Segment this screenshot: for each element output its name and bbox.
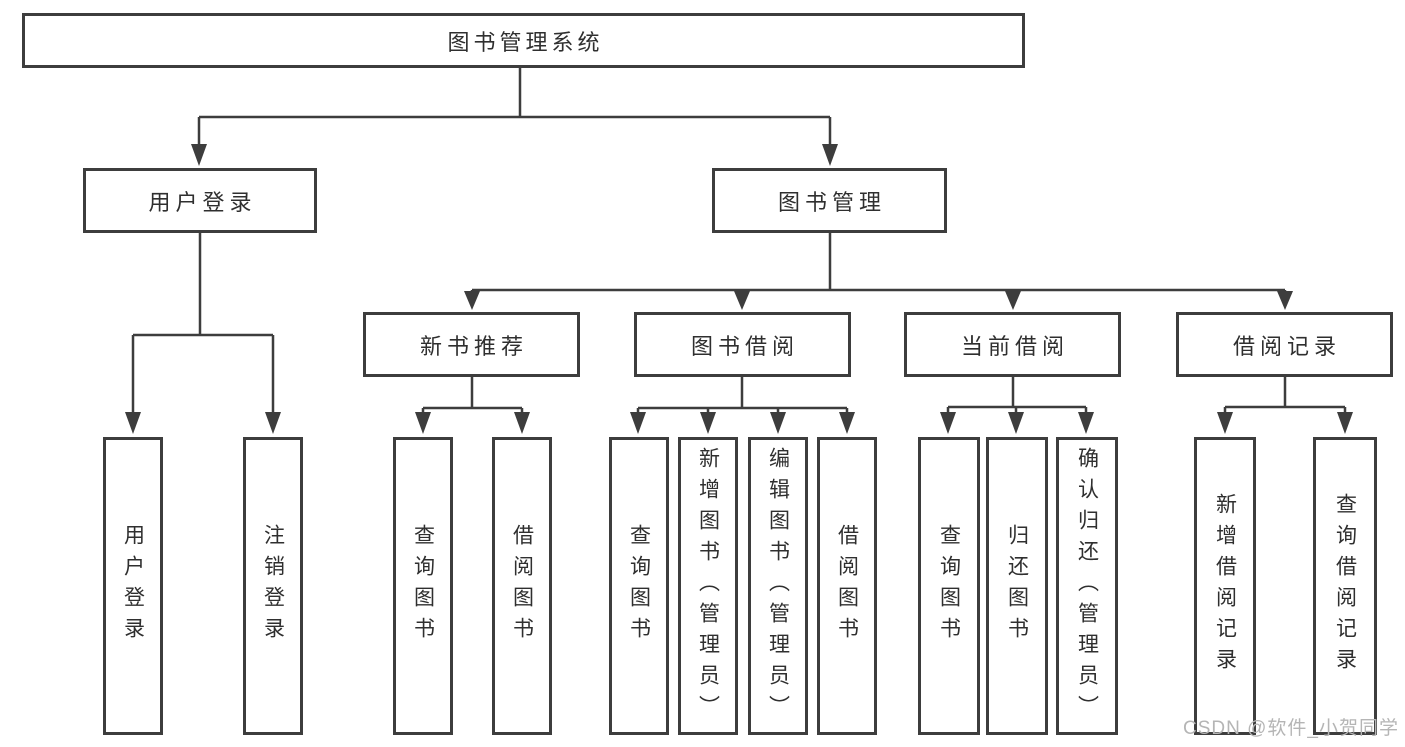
node-label: 查询图书 bbox=[937, 524, 961, 648]
connector-borrow-records-children bbox=[1217, 377, 1353, 434]
connector-current-borrow-children bbox=[940, 377, 1094, 434]
leaf-borrow-books: 借阅图书 bbox=[817, 437, 877, 735]
node-label: 编辑图书（管理员） bbox=[766, 446, 790, 726]
node-label: 新书推荐 bbox=[419, 333, 528, 359]
leaf-edit-books-admin: 编辑图书（管理员） bbox=[748, 437, 808, 735]
leaf-query-books-recommend: 查询图书 bbox=[393, 437, 453, 735]
node-label: 图书管理 bbox=[777, 189, 886, 215]
node-borrowing-records: 借阅记录 bbox=[1176, 312, 1393, 377]
node-label: 图书借阅 bbox=[690, 333, 799, 359]
connector-new-book-children bbox=[415, 377, 530, 434]
node-user-login: 用户登录 bbox=[83, 168, 317, 233]
node-label: 借阅图书 bbox=[835, 524, 859, 648]
node-label: 新增图书（管理员） bbox=[696, 446, 720, 726]
leaf-return-books: 归还图书 bbox=[986, 437, 1048, 735]
connector-book-management-children bbox=[464, 233, 1293, 310]
leaf-query-books-borrow: 查询图书 bbox=[609, 437, 669, 735]
arrowheads-current-borrow bbox=[940, 412, 1094, 434]
node-label: 借阅记录 bbox=[1232, 333, 1341, 359]
node-label: 注销登录 bbox=[261, 524, 285, 648]
leaf-confirm-return-admin: 确认归还（管理员） bbox=[1056, 437, 1118, 735]
arrowheads-book-borrow bbox=[630, 412, 855, 434]
node-label: 新增借阅记录 bbox=[1213, 493, 1237, 679]
arrowheads-borrow-records bbox=[1217, 412, 1353, 434]
node-label: 借阅图书 bbox=[510, 524, 534, 648]
node-label: 查询借阅记录 bbox=[1333, 493, 1357, 679]
node-label: 用户登录 bbox=[148, 189, 257, 215]
leaf-borrow-books-recommend: 借阅图书 bbox=[492, 437, 552, 735]
arrowheads-user-login bbox=[125, 412, 281, 434]
node-new-book-recommendation: 新书推荐 bbox=[363, 312, 580, 377]
node-label: 确认归还（管理员） bbox=[1075, 446, 1099, 726]
arrowheads-new-book bbox=[415, 412, 530, 434]
node-label: 查询图书 bbox=[411, 524, 435, 648]
node-label: 归还图书 bbox=[1005, 524, 1029, 648]
node-label: 当前借阅 bbox=[960, 333, 1069, 359]
node-label: 查询图书 bbox=[627, 524, 651, 648]
connector-book-borrow-children bbox=[630, 377, 855, 434]
node-book-management: 图书管理 bbox=[712, 168, 947, 233]
watermark: CSDN @软件_小贺同学 bbox=[1183, 718, 1399, 739]
leaf-logout: 注销登录 bbox=[243, 437, 303, 735]
node-current-borrowing: 当前借阅 bbox=[904, 312, 1121, 377]
leaf-query-borrow-record: 查询借阅记录 bbox=[1313, 437, 1377, 735]
arrowheads-level3 bbox=[464, 291, 1293, 310]
connector-user-login-children bbox=[125, 233, 281, 434]
leaf-query-books-current: 查询图书 bbox=[918, 437, 980, 735]
leaf-user-login: 用户登录 bbox=[103, 437, 163, 735]
connector-root-to-level2 bbox=[191, 68, 838, 166]
node-label: 图书管理系统 bbox=[447, 29, 604, 55]
leaf-add-books-admin: 新增图书（管理员） bbox=[678, 437, 738, 735]
node-book-borrowing: 图书借阅 bbox=[634, 312, 851, 377]
node-label: 用户登录 bbox=[121, 524, 145, 648]
leaf-add-borrow-record: 新增借阅记录 bbox=[1194, 437, 1256, 735]
arrowheads-level2 bbox=[191, 144, 838, 166]
node-library-management-system: 图书管理系统 bbox=[22, 13, 1025, 68]
